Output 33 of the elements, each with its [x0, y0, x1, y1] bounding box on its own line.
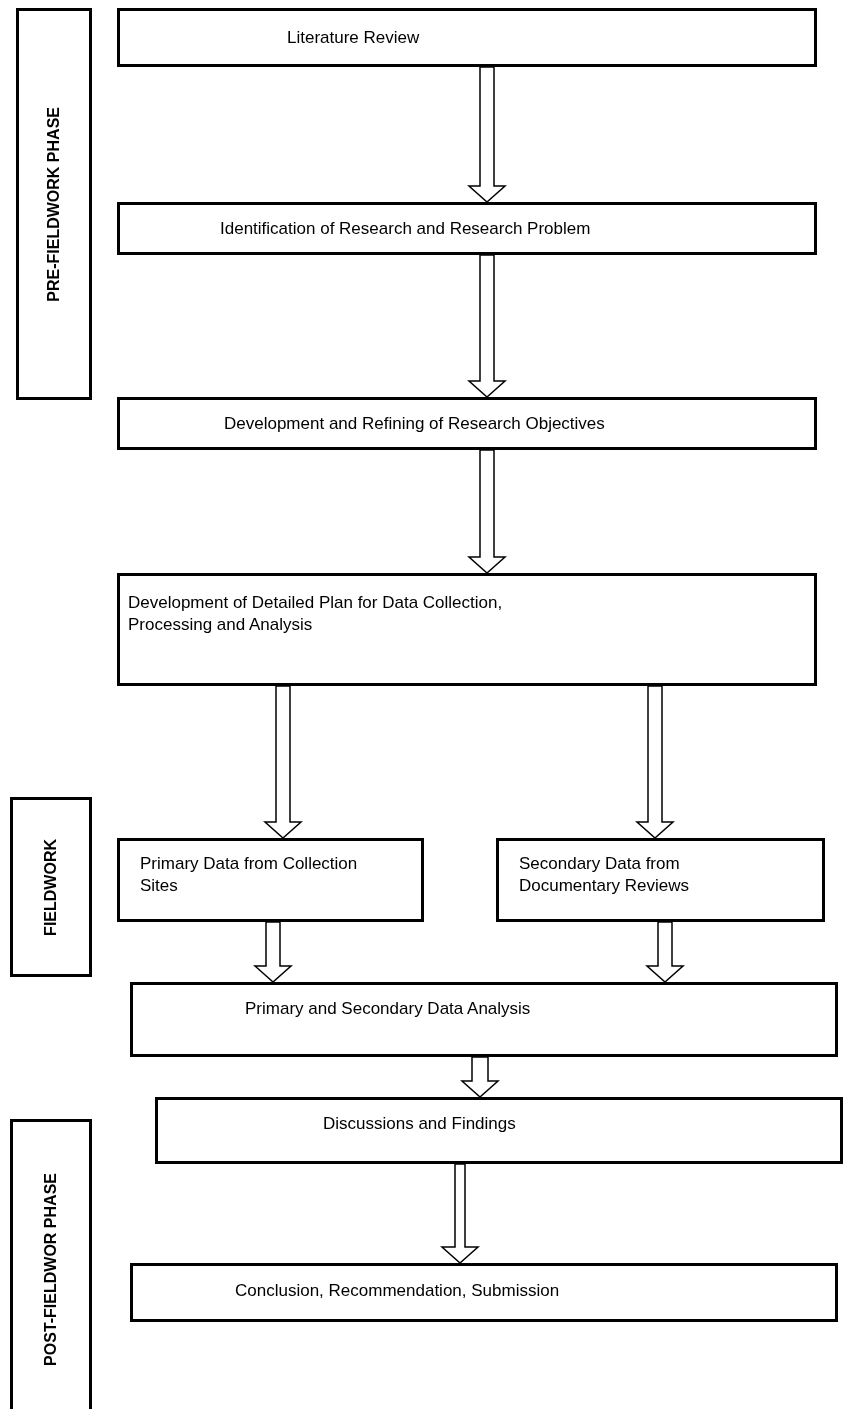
process-box	[117, 8, 817, 67]
block-arrow	[467, 254, 507, 398]
block-arrow	[467, 449, 507, 574]
process-box	[117, 202, 817, 255]
process-box	[130, 1263, 838, 1322]
step-label: Development and Refining of Research Objectives	[224, 413, 605, 435]
phase-band	[10, 797, 92, 977]
step-label: Development of Detailed Plan for Data Collection, Processing and Analysis	[128, 592, 504, 637]
process-box	[130, 982, 838, 1057]
step-label: Conclusion, Recommendation, Submission	[235, 1280, 560, 1302]
process-box	[117, 838, 424, 922]
phase-label: FIELDWORK	[42, 838, 60, 936]
step-label: Secondary Data from Documentary Reviews	[519, 853, 691, 898]
phase-band	[16, 8, 92, 400]
block-arrow	[645, 921, 685, 983]
step-label: Literature Review	[287, 27, 420, 49]
step-label: Primary Data from Collection Sites	[140, 853, 359, 898]
process-box	[117, 573, 817, 686]
phase-label: PRE-FIELDWORK PHASE	[45, 106, 63, 302]
step-label: Identification of Research and Research Problem	[220, 218, 591, 240]
step-label: Discussions and Findings	[323, 1113, 516, 1135]
block-arrow	[263, 685, 303, 839]
block-arrow	[253, 921, 293, 983]
phase-label: POST-FIELDWOR PHASE	[42, 1172, 60, 1366]
phase-band	[10, 1119, 92, 1409]
block-arrow	[635, 685, 675, 839]
process-box	[496, 838, 825, 922]
block-arrow	[460, 1056, 500, 1098]
process-box	[117, 397, 817, 450]
block-arrow	[467, 66, 507, 203]
step-label: Primary and Secondary Data Analysis	[245, 998, 531, 1020]
process-box	[155, 1097, 843, 1164]
block-arrow	[440, 1163, 480, 1264]
